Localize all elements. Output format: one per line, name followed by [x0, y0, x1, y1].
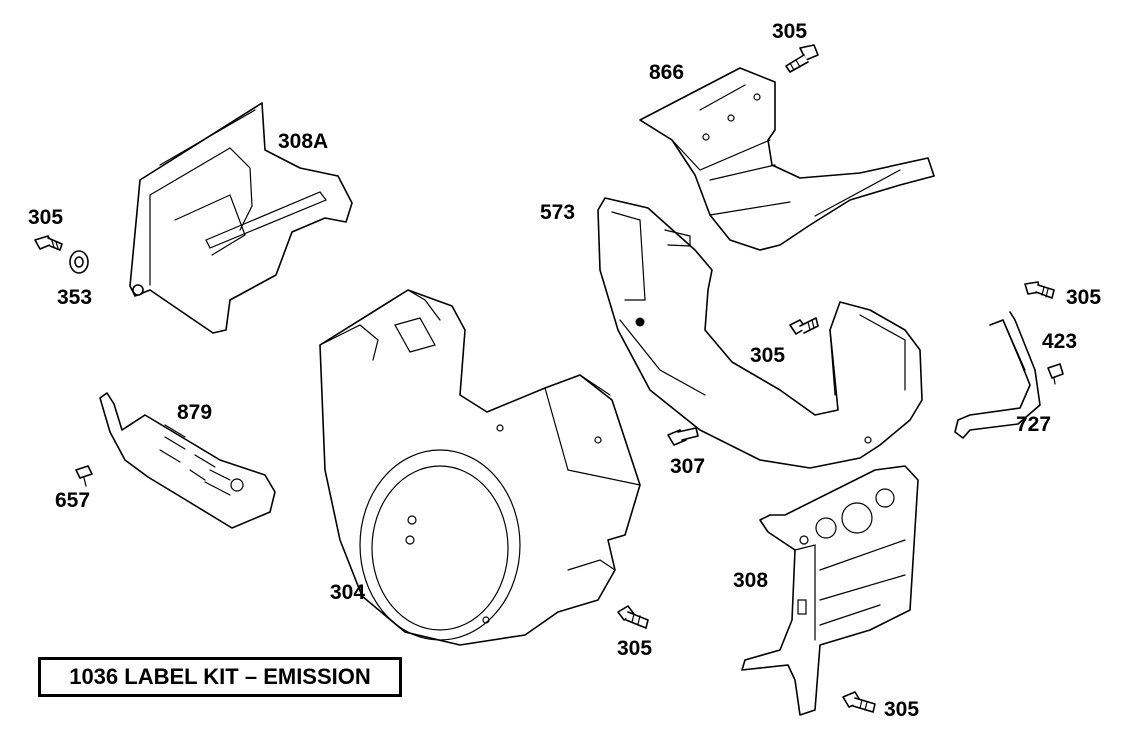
label-657-screw: 657 — [55, 489, 91, 512]
part-866-cover — [639, 67, 935, 251]
label-866-cover: 866 — [649, 61, 685, 84]
label-423-screw: 423 — [1042, 330, 1078, 353]
part-305-bolt-right — [1024, 281, 1055, 299]
part-305-bolt-bottom-center — [617, 605, 649, 629]
label-353-washer: 353 — [57, 286, 93, 309]
label-305-bolt-right: 305 — [1066, 286, 1102, 309]
label-727-bracket: 727 — [1016, 413, 1052, 436]
label-308a-shroud: 308A — [278, 130, 329, 153]
part-305-bolt-bottom-right — [842, 691, 876, 713]
label-573-baffle: 573 — [540, 201, 576, 224]
part-879-plate — [99, 392, 276, 529]
part-308a-shroud — [129, 102, 353, 334]
part-573-baffle — [597, 197, 923, 469]
part-657-screw — [75, 465, 93, 487]
part-353-washer — [69, 250, 89, 274]
part-305-bolt-left — [34, 235, 63, 251]
label-304-blower-housing: 304 — [330, 581, 366, 604]
label-308-shield: 308 — [733, 569, 769, 592]
label-305-bolt-top: 305 — [772, 20, 808, 43]
part-305-bolt-mid — [789, 317, 819, 335]
label-307-bolt: 307 — [670, 455, 706, 478]
part-727-bracket — [954, 311, 1041, 439]
label-305-bolt-bottom-center: 305 — [617, 637, 653, 660]
part-305-bolt-top — [785, 44, 819, 73]
part-423-screw — [1047, 363, 1064, 385]
part-307-bolt — [667, 427, 699, 446]
label-305-bolt-bottom-right: 305 — [884, 698, 920, 721]
label-305-bolt-mid: 305 — [750, 344, 786, 367]
kit-label-box: 1036 LABEL KIT – EMISSION — [38, 657, 402, 697]
part-304-blower-housing — [319, 289, 641, 646]
part-308-shield — [741, 465, 919, 716]
kit-label-text: 1036 LABEL KIT – EMISSION — [69, 664, 371, 689]
label-879-plate: 879 — [177, 401, 213, 424]
label-305-bolt-left: 305 — [28, 206, 64, 229]
